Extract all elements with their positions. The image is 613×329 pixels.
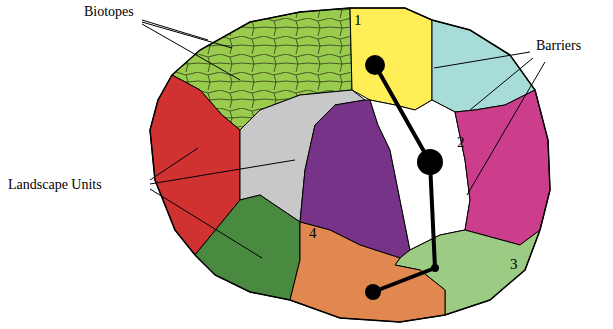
landscape-unit <box>455 90 550 245</box>
landscape-unit <box>370 100 470 250</box>
callout-label: Barriers <box>536 38 581 54</box>
landscape-outline <box>150 8 550 322</box>
callout-label: Biotopes <box>84 4 134 20</box>
region-number: 4 <box>309 225 317 241</box>
region-number: 1 <box>354 12 362 28</box>
leader-lines <box>142 20 545 258</box>
region-number: 3 <box>510 256 518 272</box>
callout-label: Landscape Units <box>8 177 102 193</box>
region-number: 2 <box>457 134 465 150</box>
connectivity-graph <box>365 55 443 300</box>
landscape-unit <box>195 195 300 300</box>
